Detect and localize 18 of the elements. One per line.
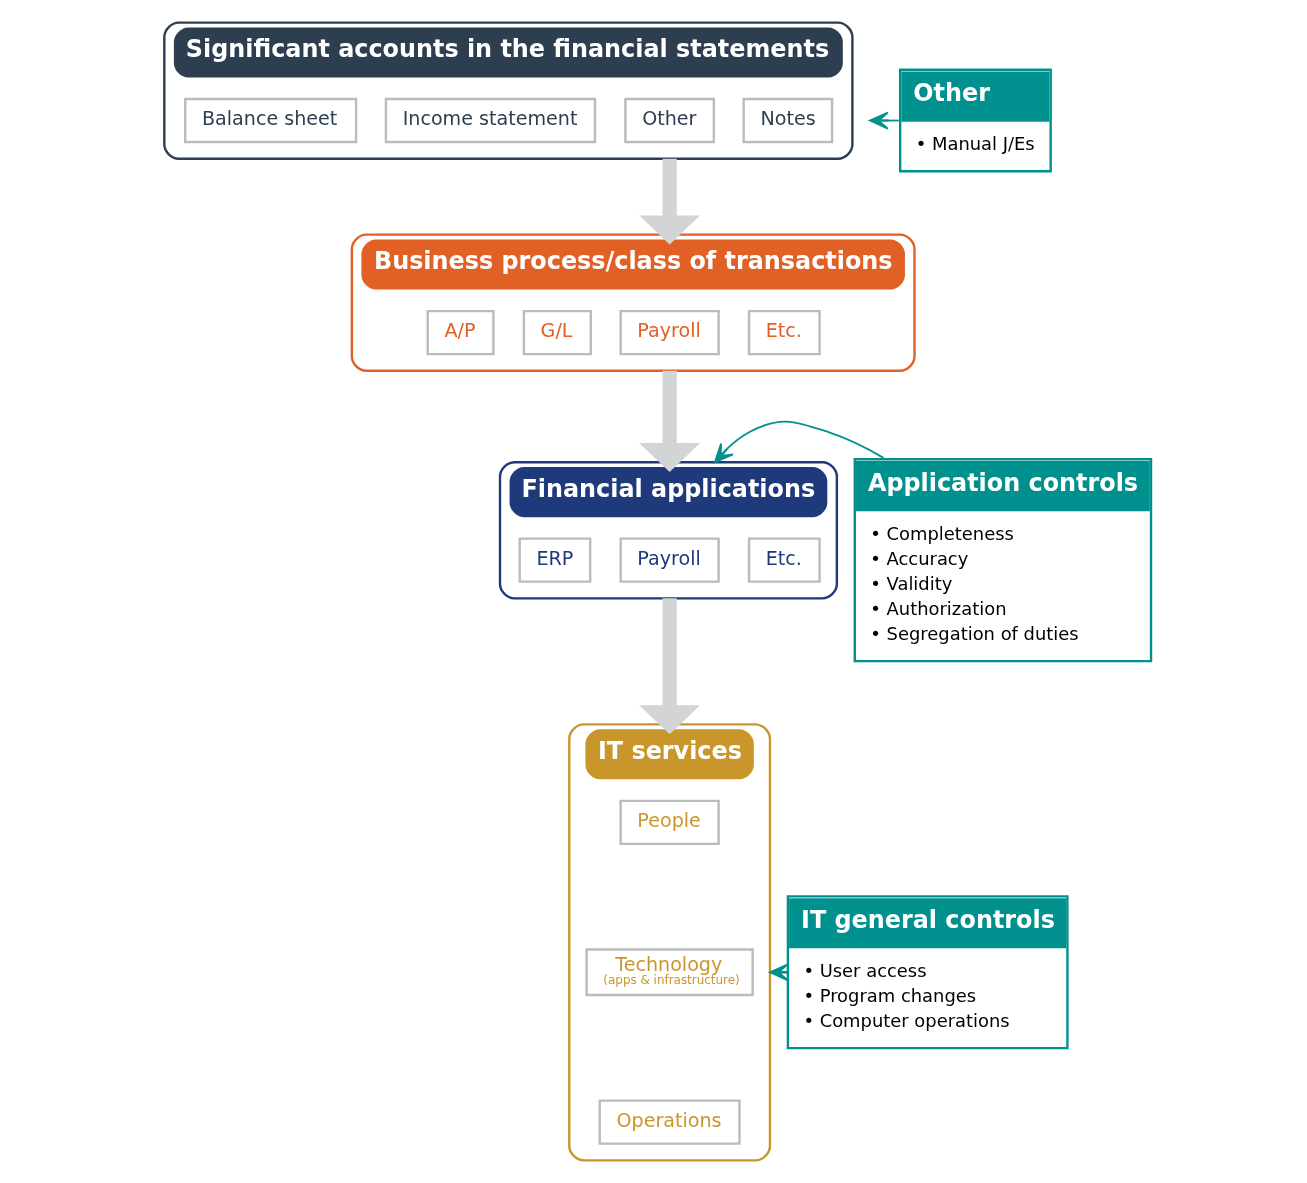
node-box: Technology (apps & infrastructure) — [585, 948, 754, 997]
node-box: Etc. — [747, 309, 821, 356]
node-box: Etc. — [747, 537, 821, 583]
node-box: People — [619, 799, 720, 846]
node-box: Operations — [598, 1099, 741, 1145]
arrow — [639, 598, 701, 735]
node-box: Income statement — [384, 97, 597, 144]
node-box: G/L — [522, 309, 592, 356]
node-box: Payroll — [619, 309, 720, 356]
node-box: ERP — [518, 537, 592, 583]
node-box: A/P — [426, 309, 495, 356]
arrow — [714, 420, 885, 464]
node-box: Notes — [742, 97, 834, 144]
node-box: Balance sheet — [184, 97, 358, 144]
node-box: Other — [624, 97, 715, 144]
arrow — [639, 158, 701, 245]
node-box: Payroll — [619, 537, 720, 583]
arrow — [639, 370, 701, 473]
